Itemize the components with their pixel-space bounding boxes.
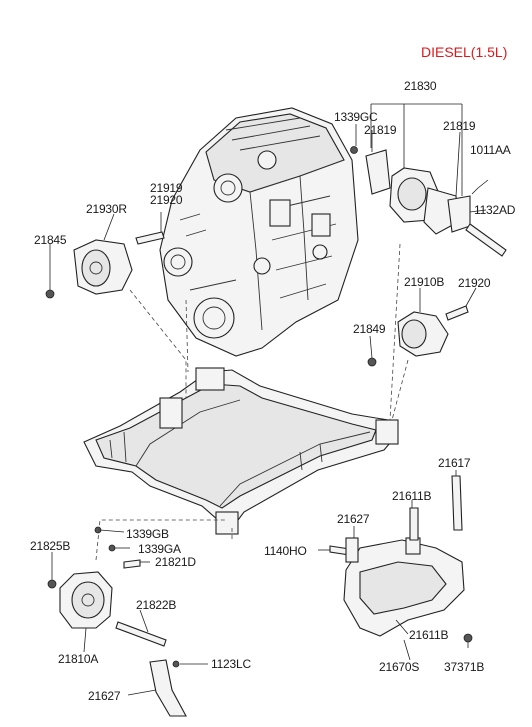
leader-lines [49, 103, 487, 696]
callout-21830: 21830 [404, 79, 437, 93]
callout-21611B-bottom: 21611B [409, 628, 449, 642]
variant-label: DIESEL(1.5L) [421, 44, 508, 60]
callout-1123LC: 1123LC [211, 657, 251, 671]
callout-21845: 21845 [34, 233, 67, 247]
callout-1011AA: 1011AA [470, 143, 511, 157]
callout-1339GA: 1339GA [138, 542, 181, 556]
callout-21920-mid: 21920 [458, 276, 491, 290]
subframe [83, 367, 399, 535]
callout-21910B: 21910B [404, 275, 445, 289]
callout-21810A: 21810A [58, 652, 99, 666]
callout-21670S: 21670S [379, 660, 420, 674]
mount-21670S [329, 475, 473, 643]
callout-21611B-top: 21611B [392, 489, 432, 503]
alignment-lines [95, 243, 409, 561]
callout-21819-right: 21819 [443, 119, 476, 133]
engine-block [159, 107, 359, 357]
callout-21627-bottom: 21627 [88, 689, 121, 703]
mount-21830 [350, 146, 507, 257]
mount-21810A [47, 526, 187, 717]
callout-21920-top: 21920 [150, 193, 183, 207]
callout-21849: 21849 [353, 322, 386, 336]
callout-21819-left: 21819 [364, 123, 397, 137]
callout-21919: 21919 [150, 181, 183, 195]
callout-21821D: 21821D [155, 555, 196, 569]
callout-21825B: 21825B [30, 539, 71, 553]
callout-21930R: 21930R [86, 202, 127, 216]
callout-1140HO: 1140HO [264, 544, 307, 558]
callout-21822B: 21822B [136, 598, 177, 612]
callout-1132AD: 1132AD [474, 203, 516, 217]
callout-21627-top: 21627 [337, 512, 370, 526]
callout-1339GC: 1339GC [334, 110, 378, 124]
callout-37371B: 37371B [444, 660, 485, 674]
callout-21617: 21617 [438, 456, 471, 470]
callout-1339GB: 1339GB [126, 527, 169, 541]
mount-21910B [367, 305, 469, 367]
mount-21930R [45, 231, 165, 299]
